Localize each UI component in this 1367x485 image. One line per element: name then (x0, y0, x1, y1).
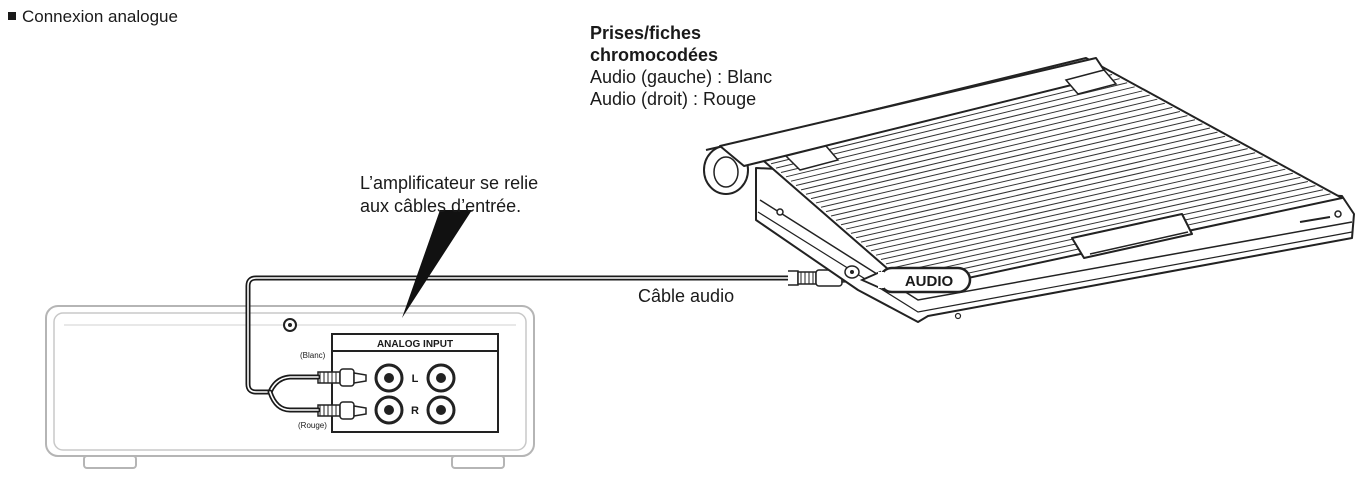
amplifier-note-line2: aux câbles d’entrée. (360, 196, 522, 216)
bullet-square-icon (8, 12, 16, 20)
lid-rib (875, 164, 1278, 256)
lid-rib (785, 90, 1143, 178)
rca-plug-red (317, 401, 367, 420)
lid-rib (805, 106, 1173, 195)
lid-rib (860, 152, 1256, 243)
amplifier-foot-right (451, 455, 505, 469)
white-plug-tag: (Blanc) (300, 351, 326, 360)
audio-jack-label: AUDIO (905, 273, 954, 290)
lid-rib (835, 131, 1218, 221)
lid-rib (795, 98, 1158, 187)
lid-rib (830, 127, 1211, 217)
lid-rib (850, 143, 1241, 234)
jack-l1 (374, 363, 404, 393)
lid-rib (820, 119, 1196, 208)
lid-rib (845, 139, 1233, 230)
lid-rib (775, 82, 1128, 169)
section-title-text: Connexion analogue (22, 7, 178, 26)
section-title: Connexion analogue (8, 7, 178, 27)
lid-rib (865, 156, 1263, 247)
plug-info-lines: Audio (gauche) : Blanc Audio (droit) : R… (590, 66, 772, 110)
plug-heading-line1: Prises/fiches (590, 23, 702, 43)
lid-rib (885, 172, 1293, 265)
plug-left-line: Audio (gauche) : Blanc (590, 67, 773, 87)
red-plug-tag: (Rouge) (298, 421, 327, 430)
audio-jack-callout: AUDIO (859, 266, 972, 294)
lid-rib (855, 148, 1248, 239)
plug-info-heading: Prises/fiches chromocodées (590, 22, 718, 66)
amplifier-note-line1: L’amplificateur se relie (360, 173, 539, 193)
lid-rib (815, 115, 1188, 204)
lid-rib (780, 86, 1135, 173)
lid-rib (840, 135, 1226, 226)
plug-right-line: Audio (droit) : Rouge (590, 89, 757, 109)
pointer-wedge (402, 210, 472, 318)
lid-rib (790, 94, 1150, 182)
lid-rib (800, 102, 1165, 191)
lid-rib (870, 160, 1271, 252)
lid-rib (825, 123, 1203, 213)
analog-input-panel: ANALOG INPUT L R (Blanc) (298, 333, 499, 433)
amplifier-foot-left (83, 455, 137, 469)
cable-label: Câble audio (638, 286, 735, 306)
lid-rib (880, 168, 1286, 261)
lid-rib (890, 176, 1301, 269)
jack-r2 (426, 395, 456, 425)
right-channel-label: R (411, 405, 419, 417)
plug-heading-line2: chromocodées (590, 45, 719, 65)
amplifier-note: L’amplificateur se relie aux câbles d’en… (360, 172, 538, 218)
left-channel-label: L (412, 373, 419, 385)
portable-player: AUDIO (703, 57, 1355, 323)
lid-rib (810, 111, 1180, 200)
panel-title: ANALOG INPUT (377, 339, 453, 350)
rca-plug-white (317, 368, 367, 387)
jack-r1 (374, 395, 404, 425)
jack-l2 (426, 363, 456, 393)
lid-rib (895, 181, 1308, 274)
audio-cable (245, 275, 795, 413)
